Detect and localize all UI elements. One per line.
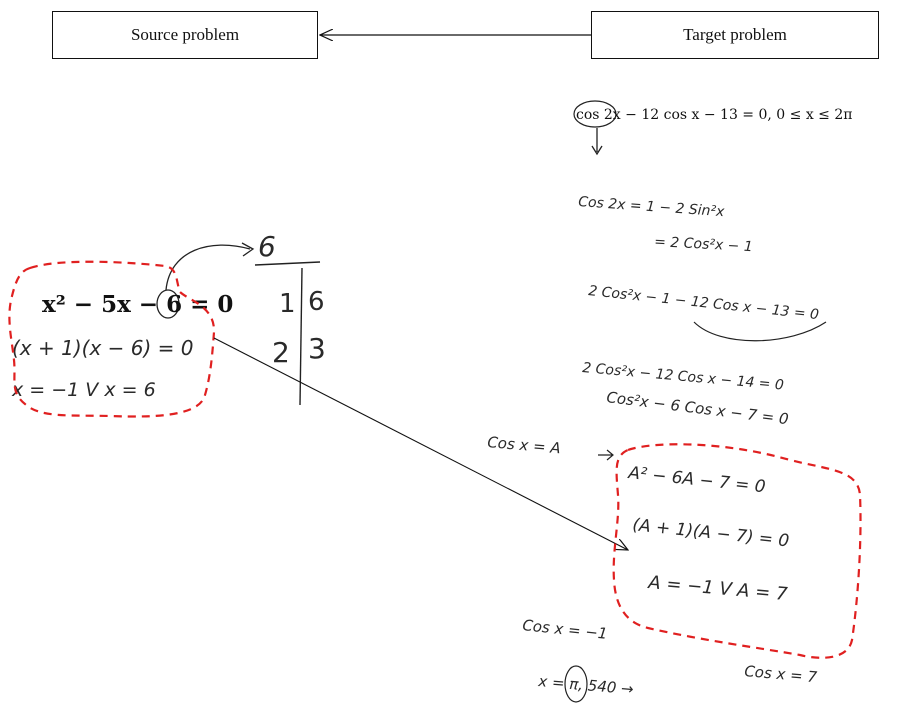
down-arrow (591, 128, 603, 156)
target-problem: cos 2x − 12 cos x − 13 = 0, 0 ≤ x ≤ 2π (576, 107, 852, 123)
target-line-3: 2 Cos²x − 1 − 12 Cos x − 13 = 0 (588, 283, 820, 323)
target-line-1: Cos 2x = 1 − 2 Sin²x (578, 194, 726, 220)
side-row-2-left: 2 (272, 336, 290, 369)
circled-constant (156, 289, 180, 319)
side-table-divider (299, 267, 303, 406)
target-substitution: Cos x = A (487, 433, 562, 457)
target-work-area: cos 2x − 12 cos x − 13 = 0, 0 ≤ x ≤ 2π C… (487, 100, 862, 703)
target-quadratic: A² − 6A − 7 = 0 (626, 463, 766, 497)
target-solutions: A = −1 V A = 7 (647, 572, 789, 605)
source-equation: x² − 5x − 6 = 0 (42, 291, 233, 318)
target-line-2: = 2 Cos²x − 1 (654, 234, 753, 255)
target-highlight-outline (612, 443, 862, 659)
source-curved-arrowhead (241, 242, 255, 257)
circled-cos2x (573, 100, 617, 128)
target-cos-neg1: Cos x = −1 (522, 616, 609, 643)
target-line-5: Cos²x − 6 Cos x − 7 = 0 (606, 388, 790, 428)
target-cos-7: Cos x = 7 (744, 662, 819, 686)
target-underline-curve (693, 321, 827, 342)
side-table-rule (254, 261, 321, 266)
source-curved-arrow (165, 244, 251, 291)
target-factored: (A + 1)(A − 7) = 0 (631, 515, 790, 551)
source-problem-label: Source problem (130, 25, 240, 44)
target-problem-box: Target problem (591, 11, 879, 59)
mapping-arrow-source-to-target (213, 337, 628, 550)
source-highlight-outline (8, 260, 216, 418)
source-work-area: x² − 5x − 6 = 0 (x + 1)(x − 6) = 0 x = −… (8, 230, 326, 418)
source-solutions: x = −1 V x = 6 (11, 379, 156, 401)
side-row-2-right: 3 (308, 332, 326, 365)
substitution-arrow (598, 449, 614, 461)
side-row-1-left: 1 (279, 289, 296, 319)
target-problem-label: Target problem (683, 25, 787, 44)
side-row-1-right: 6 (308, 287, 325, 317)
side-note-top: 6 (258, 230, 276, 263)
source-problem-box: Source problem (52, 11, 318, 59)
circled-pi (564, 665, 588, 703)
source-factored: (x + 1)(x − 6) = 0 (12, 336, 193, 360)
